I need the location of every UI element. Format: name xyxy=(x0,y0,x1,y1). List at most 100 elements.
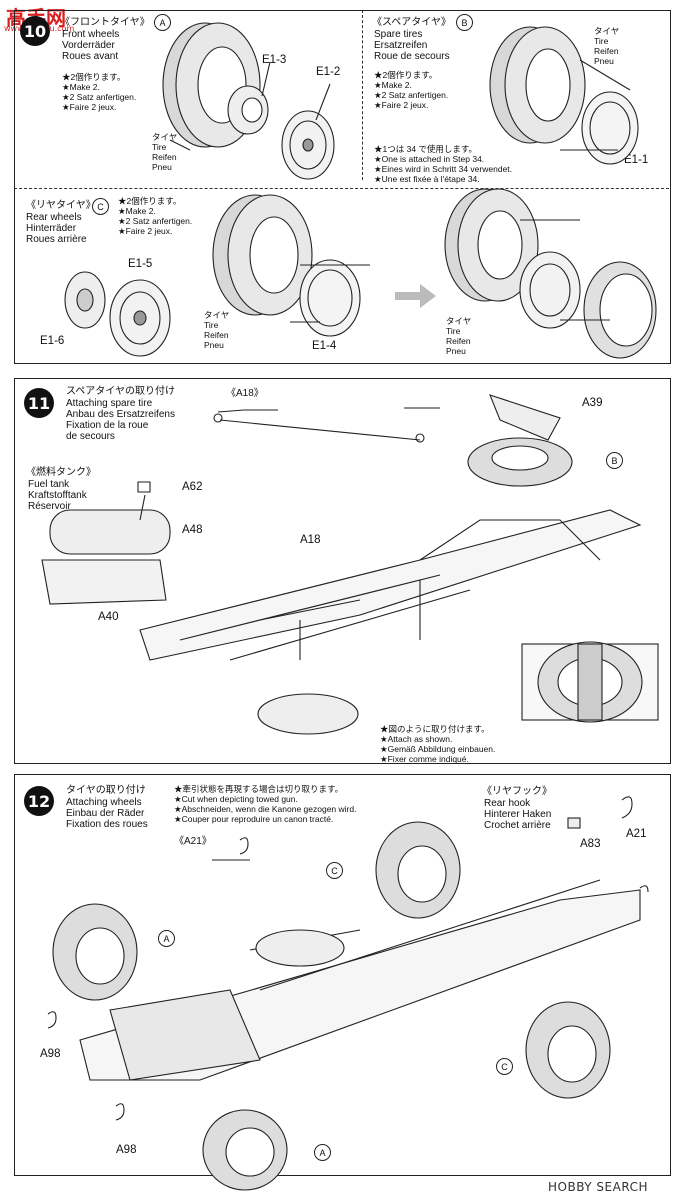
rear-tire-drawing xyxy=(212,194,370,337)
front-note-de: ★2 Satz anfertigen. xyxy=(62,92,137,102)
spare-title-en: Spare tires xyxy=(374,29,423,40)
fuel-tank-drawing xyxy=(41,481,171,605)
rear-tire-de: Reifen xyxy=(204,330,229,340)
spare-tire-drawing xyxy=(489,26,639,165)
part-label-a21: A21 xyxy=(626,828,647,840)
step12-title-jp: タイヤの取り付け xyxy=(66,785,146,796)
hook-title-de: Hinterer Haken xyxy=(484,809,552,820)
divider xyxy=(362,10,364,180)
rear-tire2-en: Tire xyxy=(446,326,461,336)
step12-number: 12 xyxy=(24,786,54,816)
part-label-a18: A18 xyxy=(300,534,321,546)
step10-number: 10 xyxy=(20,16,50,46)
circle-c-label: C xyxy=(326,862,343,879)
step12-title-en: Attaching wheels xyxy=(66,797,142,808)
step11-title-fr1: Fixation de la roue xyxy=(66,420,149,431)
step10-frame xyxy=(14,10,671,364)
rear-note-de: ★2 Satz anfertigen. xyxy=(118,216,193,226)
step11-note-en: ★Attach as shown. xyxy=(380,734,453,744)
rear-tire-fr: Pneu xyxy=(204,340,224,350)
part-label-a48: A48 xyxy=(182,524,203,536)
cut-note-jp: ★牽引状態を再現する場合は切り取ります。 xyxy=(174,784,344,794)
arrow-icon xyxy=(395,284,436,308)
part-label-e1-4: E1-4 xyxy=(312,340,337,352)
rear-title-de: Hinterräder xyxy=(26,223,77,234)
step11-title-en: Attaching spare tire xyxy=(66,398,153,409)
spare-tire-fr: Pneu xyxy=(594,56,614,66)
part-label-e1-6: E1-6 xyxy=(40,335,65,347)
hook-title-fr: Crochet arrière xyxy=(484,820,551,831)
part-label-a98: A98 xyxy=(116,1144,137,1156)
a21-title: 《A21》 xyxy=(174,836,212,847)
a18-title: 《A18》 xyxy=(226,388,264,399)
rear-title-fr: Roues arrière xyxy=(26,234,87,245)
spare-tire-en: Tire xyxy=(594,36,609,46)
front-title-de: Vorderräder xyxy=(62,40,115,51)
spare-note-fr: ★Faire 2 jeux. xyxy=(374,100,429,110)
part-label-e1-5: E1-5 xyxy=(128,258,153,270)
step11-number: 11 xyxy=(24,388,54,418)
circle-a-label: A xyxy=(154,14,171,31)
rear-note-jp: ★2個作ります。 xyxy=(118,196,182,206)
step11-title-de: Anbau des Ersatzreifens xyxy=(66,409,175,420)
chassis-drawing-step12 xyxy=(79,879,641,1081)
rear-tire-en: Tire xyxy=(204,320,219,330)
spare-tire-jp: タイヤ xyxy=(594,26,620,36)
spare-title-fr: Roue de secours xyxy=(374,51,450,62)
cut-note-en: ★Cut when depicting towed gun. xyxy=(174,794,298,804)
front-note-fr: ★Faire 2 jeux. xyxy=(62,102,117,112)
watermark-bottom: HOBBY SEARCH xyxy=(548,1180,648,1194)
spare-title-jp: 《スペアタイヤ》 xyxy=(372,17,451,28)
step11-title-fr2: de secours xyxy=(66,431,115,442)
fuel-title-fr: Réservoir xyxy=(28,501,71,512)
hook-title-en: Rear hook xyxy=(484,798,531,809)
circle-b-label: B xyxy=(606,452,623,469)
spare-note-en: ★Make 2. xyxy=(374,80,412,90)
step12-title-de: Einbau der Räder xyxy=(66,808,145,819)
spare-on-chassis-drawing xyxy=(467,394,573,487)
hook-title-jp: 《リヤフック》 xyxy=(482,786,552,797)
front-tire-fr: Pneu xyxy=(152,162,172,172)
step11-title-jp: スペアタイヤの取り付け xyxy=(66,386,175,397)
cut-note-de: ★Abschneiden, wenn die Kanone gezogen wi… xyxy=(174,804,357,814)
front-note-jp: ★2個作ります。 xyxy=(62,72,126,82)
front-tire-en: Tire xyxy=(152,142,167,152)
circle-b-label: B xyxy=(456,14,473,31)
spare-step-note-jp: ★1つは 34 で使用します。 xyxy=(374,144,478,154)
front-title-jp: 《フロントタイヤ》 xyxy=(60,17,150,28)
cut-note-fr: ★Couper pour reproduire un canon tracté. xyxy=(174,814,334,824)
step11-note-jp: ★図のように取り付けます。 xyxy=(380,724,490,734)
spare-tire-de: Reifen xyxy=(594,46,619,56)
fuel-title-en: Fuel tank xyxy=(28,479,70,490)
part-label-a62: A62 xyxy=(182,481,203,493)
front-title-en: Front wheels xyxy=(62,29,120,40)
rear-assembly-drawing xyxy=(444,188,657,359)
circle-a-label: A xyxy=(314,1144,331,1161)
circle-c-label: C xyxy=(92,198,109,215)
spare-step-note-de: ★Eines wird in Schritt 34 verwendet. xyxy=(374,164,513,174)
part-label-a83: A83 xyxy=(580,838,601,850)
wheel-drawings-step12 xyxy=(52,821,611,1191)
step11-note-fr: ★Fixer comme indiqué. xyxy=(380,754,469,764)
fuel-title-de: Kraftstofftank xyxy=(28,490,87,501)
inset-drawing xyxy=(521,641,659,723)
step11-note-de: ★Gemäß Abbildung einbauen. xyxy=(380,744,496,754)
rear-tire2-jp: タイヤ xyxy=(446,316,472,326)
circle-c-label: C xyxy=(496,1058,513,1075)
rear-hub-drawing xyxy=(64,271,171,357)
a18-rod-drawing xyxy=(213,407,440,443)
front-note-en: ★Make 2. xyxy=(62,82,100,92)
step12-title-fr: Fixation des roues xyxy=(66,819,148,830)
rear-tire2-de: Reifen xyxy=(446,336,471,346)
rear-title-jp: 《リヤタイヤ》 xyxy=(26,200,96,211)
spare-note-de: ★2 Satz anfertigen. xyxy=(374,90,449,100)
step12-frame xyxy=(14,774,671,1176)
rear-tire2-fr: Pneu xyxy=(446,346,466,356)
spare-note-jp: ★2個作ります。 xyxy=(374,70,438,80)
spare-title-de: Ersatzreifen xyxy=(374,40,428,51)
rear-note-en: ★Make 2. xyxy=(118,206,156,216)
part-label-e1-2: E1-2 xyxy=(316,66,341,78)
part-label-a39: A39 xyxy=(582,397,603,409)
chassis-drawing-step11 xyxy=(139,509,642,735)
part-label-a40: A40 xyxy=(98,611,119,623)
